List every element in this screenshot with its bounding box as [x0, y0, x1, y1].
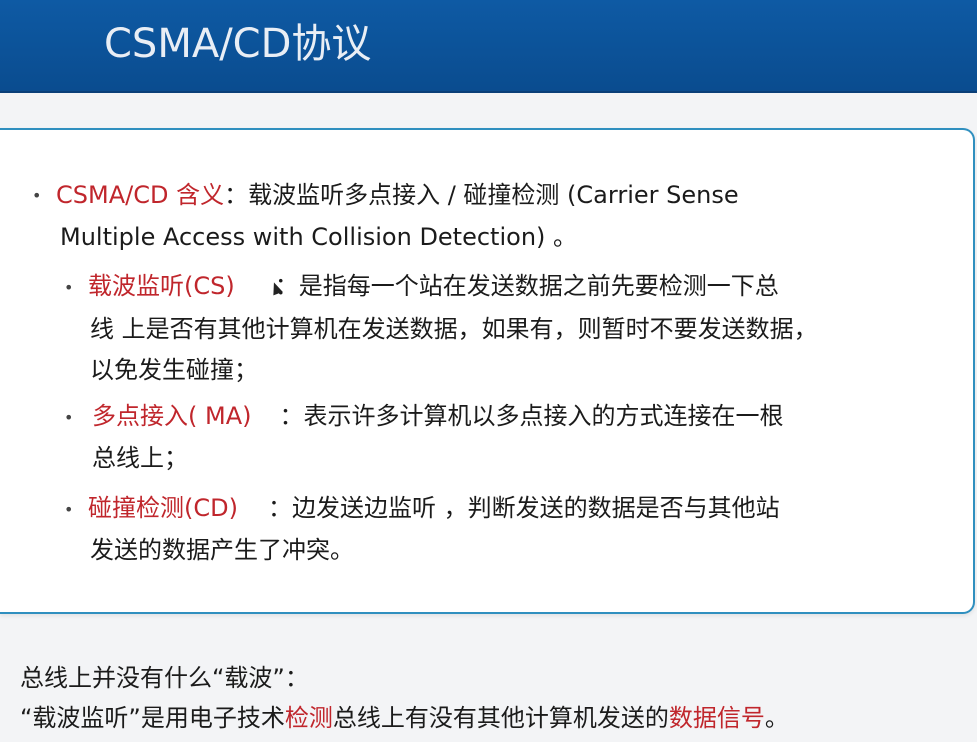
ma-line-2: 总线上； — [92, 444, 188, 472]
definition-colon: ： — [224, 181, 249, 209]
ma-line-1: 多点接入( MA) ：表示许多计算机以多点接入的方式连接在一根 — [92, 396, 783, 436]
definition-line-2: Multiple Access with Collision Detection… — [60, 223, 578, 251]
ma-desc-1: ：表示许多计算机以多点接入的方式连接在一根 — [279, 402, 784, 430]
bullet-dot: • — [64, 278, 74, 297]
note-text-a: “载波监听”是用电子技术 — [20, 704, 285, 732]
content-card — [0, 128, 975, 614]
note-text-e: 。 — [764, 704, 789, 732]
cs-term: 载波监听(CS) — [88, 272, 235, 300]
ma-term: 多点接入( MA) — [92, 402, 252, 430]
cd-term: 碰撞检测(CD) — [88, 494, 238, 522]
definition-term: CSMA/CD 含义 — [56, 181, 225, 209]
bullet-dot: • — [32, 186, 42, 205]
note-text-c: 总线上有没有其他计算机发送的 — [332, 704, 669, 732]
cd-line-1: 碰撞检测(CD) ：边发送边监听 ，判断发送的数据是否与其他站 — [88, 488, 780, 528]
note-line-2: “载波监听”是用电子技术检测总线上有没有其他计算机发送的数据信号。 — [20, 700, 789, 736]
cs-desc-1: ：是指每一个站在发送数据之前先要检测一下总 — [274, 272, 779, 300]
cs-line-3: 以免发生碰撞； — [90, 356, 258, 384]
cd-line-2: 发送的数据产生了冲突。 — [90, 536, 354, 564]
bullet-dot: • — [64, 500, 74, 519]
definition-text-1: 载波监听多点接入 / 碰撞检测 (Carrier Sense — [248, 181, 739, 209]
bullet-dot: • — [64, 408, 74, 427]
cd-desc-1: ：边发送边监听 ，判断发送的数据是否与其他站 — [267, 494, 780, 522]
note-text-b: 检测 — [284, 704, 333, 732]
cs-line-1: 载波监听(CS) ：是指每一个站在发送数据之前先要检测一下总 — [88, 266, 779, 306]
slide-title: CSMA/CD协议 — [104, 21, 372, 67]
slide-header: CSMA/CD协议 — [0, 0, 977, 91]
definition-line-1: CSMA/CD 含义：载波监听多点接入 / 碰撞检测 (Carrier Sens… — [56, 175, 739, 215]
note-text-d: 数据信号 — [668, 704, 765, 732]
cs-line-2: 线 上是否有其他计算机在发送数据，如果有，则暂时不要发送数据， — [90, 315, 818, 343]
note-line-1: 总线上并没有什么“载波”： — [20, 664, 309, 692]
